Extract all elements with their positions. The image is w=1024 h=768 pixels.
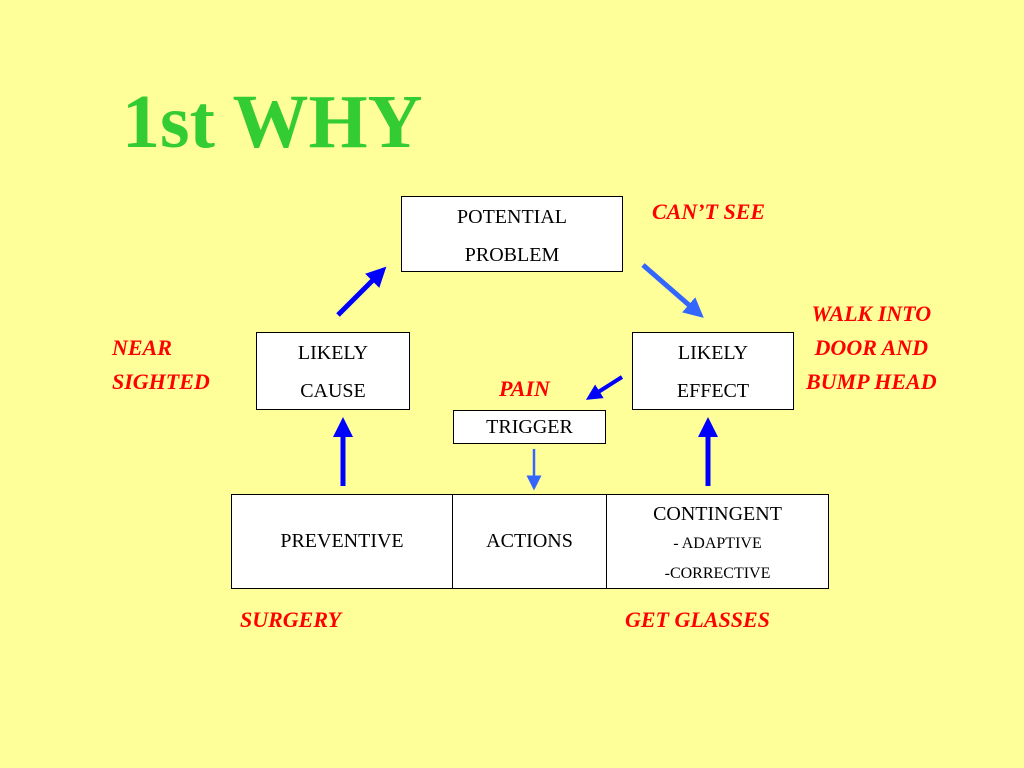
get-glasses-note: GET GLASSES: [625, 607, 770, 632]
trigger-box: TRIGGER: [453, 410, 606, 444]
near-sighted-line-1: NEAR: [112, 335, 172, 360]
effect-to-trigger-arrow: [585, 375, 624, 400]
walk-into-line-2: DOOR AND: [814, 335, 929, 360]
actions-table: PREVENTIVE ACTIONS CONTINGENT - ADAPTIVE…: [231, 494, 829, 589]
potential-problem-line-2: PROBLEM: [464, 244, 560, 266]
walk-into-door-note: WALK INTO DOOR AND BUMP HEAD: [806, 297, 937, 399]
likely-effect-box: LIKELY EFFECT: [632, 332, 794, 410]
pain-note: PAIN: [499, 376, 550, 401]
cause-to-problem-arrow: [336, 266, 387, 317]
slide-title: 1st WHY: [122, 80, 423, 164]
contingent-cell: CONTINGENT - ADAPTIVE -CORRECTIVE: [607, 495, 828, 588]
trigger-label: TRIGGER: [486, 416, 573, 438]
likely-cause-line-1: LIKELY: [297, 342, 369, 364]
actions-cell: ACTIONS: [453, 495, 607, 588]
walk-into-line-3: BUMP HEAD: [806, 369, 937, 394]
likely-effect-line-1: LIKELY: [677, 342, 749, 364]
corrective-label: -CORRECTIVE: [664, 565, 771, 582]
preventive-cell: PREVENTIVE: [232, 495, 453, 588]
potential-problem-line-1: POTENTIAL: [457, 206, 567, 228]
cant-see-note: CAN’T SEE: [652, 199, 766, 224]
likely-cause-box: LIKELY CAUSE: [256, 332, 410, 410]
likely-effect-line-2: EFFECT: [676, 380, 750, 402]
likely-cause-line-2: CAUSE: [300, 380, 366, 402]
near-sighted-line-2: SIGHTED: [112, 369, 210, 394]
walk-into-line-1: WALK INTO: [811, 301, 932, 326]
problem-to-effect-arrow: [641, 263, 704, 318]
potential-problem-box: POTENTIAL PROBLEM: [401, 196, 623, 272]
adaptive-label: - ADAPTIVE: [673, 535, 762, 552]
near-sighted-note: NEAR SIGHTED: [112, 331, 210, 399]
surgery-note: SURGERY: [240, 607, 342, 632]
contingent-label: CONTINGENT: [653, 503, 782, 525]
